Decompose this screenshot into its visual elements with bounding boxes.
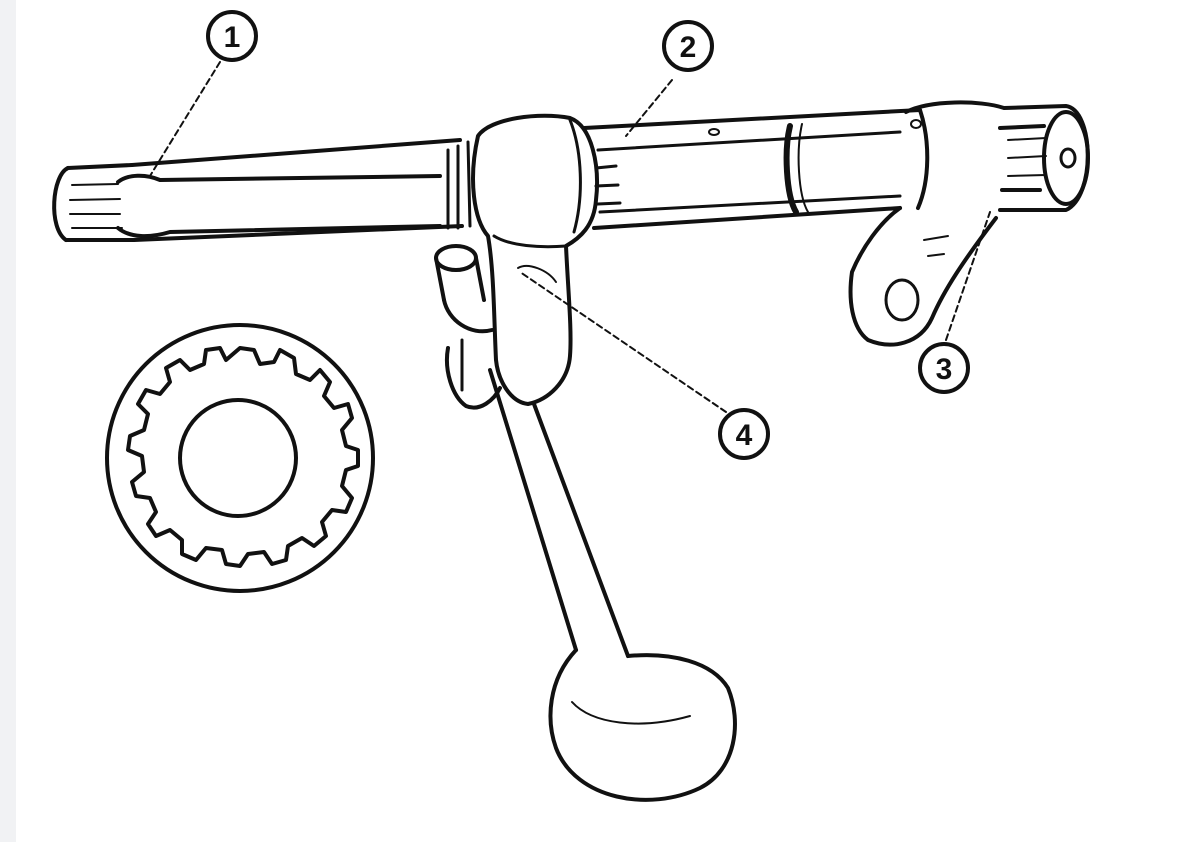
- callout-4-label: 4: [736, 419, 753, 452]
- callout-2: 2: [662, 20, 714, 72]
- adjusting-screw: [434, 244, 502, 410]
- callout-1-label: 1: [224, 21, 241, 54]
- valve: [488, 368, 737, 802]
- callout-4: 4: [718, 408, 770, 460]
- leader-lines: [149, 61, 991, 413]
- callout-3-label: 3: [936, 353, 953, 386]
- shaft-left-end: [52, 166, 70, 242]
- rocker-shaft: [52, 108, 922, 242]
- shaft-right-end-bracket: [848, 100, 1090, 347]
- left-margin-strip: [0, 0, 16, 842]
- callout-2-label: 2: [680, 31, 697, 64]
- callout-3: 3: [918, 342, 970, 394]
- spline-teeth-outline: [126, 346, 360, 568]
- rocker-arm: [471, 113, 599, 406]
- bracket-arm: [848, 206, 998, 347]
- callout-1: 1: [206, 10, 258, 62]
- splined-collar: [105, 323, 375, 593]
